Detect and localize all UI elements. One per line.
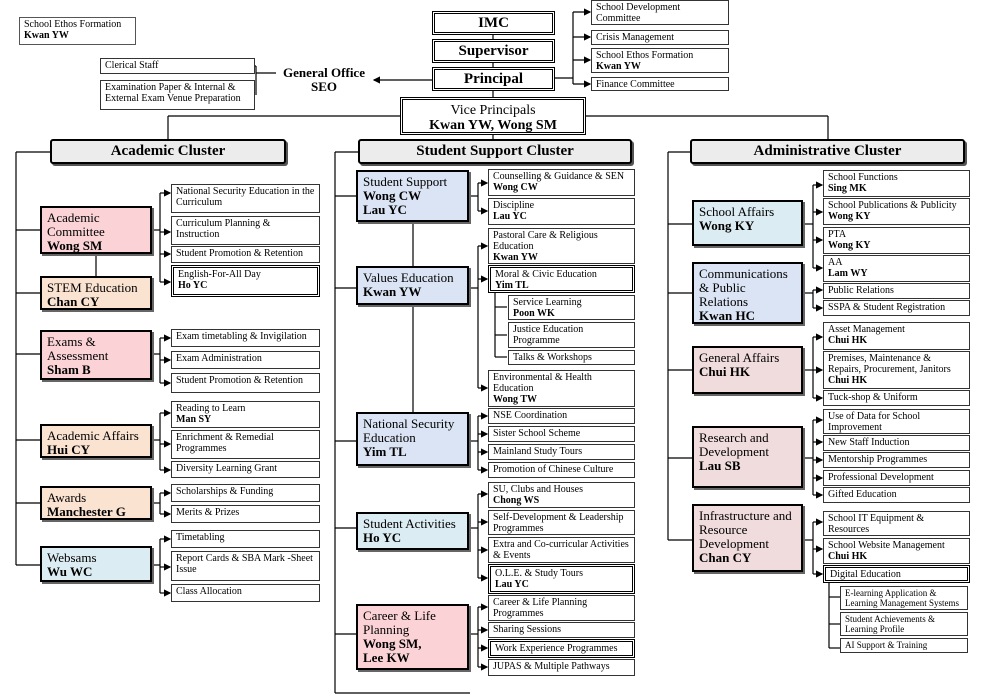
task-exam-administration: Exam Administration (171, 351, 320, 369)
exam-venue-preparation: Examination Paper & Internal & External … (100, 80, 255, 110)
task-new-staff-induction: New Staff Induction (823, 435, 970, 451)
task-chinese-culture: Promotion of Chinese Culture (488, 462, 635, 478)
imc-box: IMC (432, 11, 555, 35)
task-student-promotion: Student Promotion & Retention (171, 246, 320, 263)
task-sister-school: Sister School Scheme (488, 426, 635, 442)
admin-cluster-header: Administrative Cluster (690, 139, 965, 164)
task-gifted-education: Gifted Education (823, 487, 970, 503)
school-ethos-note: School Ethos Formation Kwan YW (19, 17, 136, 45)
task-mentorship: Mentorship Programmes (823, 452, 970, 468)
task-it-equipment: School IT Equipment & Resources (823, 511, 970, 536)
task-diversity-grant: Diversity Learning Grant (171, 461, 320, 478)
general-office: General Office SEO (283, 65, 365, 94)
task-sspa-registration: SSPA & Student Registration (823, 300, 970, 316)
task-self-development: Self-Development & Leadership Programmes (488, 510, 635, 535)
committee-crisis-management: Crisis Management (591, 30, 729, 45)
task-timetabling: Timetabling (171, 530, 320, 548)
task-ai-support: AI Support & Training (840, 638, 968, 653)
task-report-cards: Report Cards & SBA Mark -Sheet Issue (171, 551, 320, 581)
task-exam-timetabling: Exam timetabling & Invigilation (171, 329, 320, 347)
task-merits-prizes: Merits & Prizes (171, 505, 320, 523)
academic-cluster-header: Academic Cluster (50, 139, 286, 164)
task-e-learning: E-learning Application & Learning Manage… (840, 586, 968, 610)
task-career-programmes: Career & Life Planning Programmes (488, 595, 635, 621)
task-class-allocation: Class Allocation (171, 584, 320, 602)
task-professional-development: Professional Development (823, 470, 970, 486)
task-talks-workshops: Talks & Workshops (508, 350, 635, 365)
task-tuck-shop: Tuck-shop & Uniform (823, 390, 970, 406)
task-sharing-sessions: Sharing Sessions (488, 622, 635, 638)
principal-box: Principal (432, 67, 555, 91)
task-mainland-tours: Mainland Study Tours (488, 444, 635, 460)
student-cluster-header: Student Support Cluster (358, 139, 632, 164)
vice-principals: Vice Principals Kwan YW, Wong SM (400, 97, 586, 135)
task-enrichment-remedial: Enrichment & Remedial Programmes (171, 430, 320, 459)
task-digital-education: Digital Education (823, 565, 970, 583)
task-nse-coordination: NSE Coordination (488, 408, 635, 424)
clerical-staff: Clerical Staff (100, 58, 255, 74)
task-public-relations: Public Relations (823, 283, 970, 299)
task-work-experience: Work Experience Programmes (488, 639, 635, 658)
committee-school-development: School Development Committee (591, 0, 729, 25)
task-premises-maintenance: Premises, Maintenance & Repairs, Procure… (823, 351, 970, 389)
task-justice-education: Justice Education Programme (508, 322, 635, 348)
task-scholarships: Scholarships & Funding (171, 484, 320, 502)
task-extra-curricular: Extra and Co-curricular Activities & Eve… (488, 537, 635, 563)
task-curriculum-planning: Curriculum Planning & Instruction (171, 216, 320, 245)
task-student-promotion-exams: Student Promotion & Retention (171, 373, 320, 393)
supervisor-box: Supervisor (432, 39, 555, 63)
committee-finance: Finance Committee (591, 77, 729, 91)
task-use-of-data: Use of Data for School Improvement (823, 409, 970, 434)
task-jupas: JUPAS & Multiple Pathways (488, 659, 635, 676)
task-student-achievements: Student Achievements & Learning Profile (840, 612, 968, 636)
task-nse-curriculum: National Security Education in the Curri… (171, 184, 320, 213)
